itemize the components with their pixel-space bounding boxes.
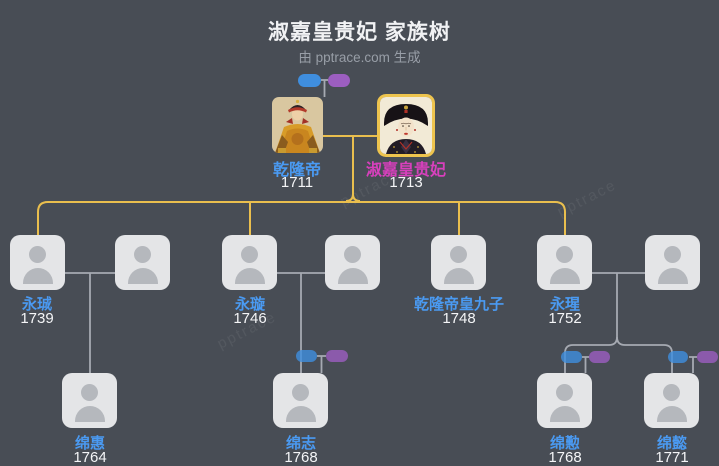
person-node-mianyi[interactable] [644,373,699,428]
mother-badge-icon[interactable] [589,351,610,363]
person-node-yongxing[interactable] [537,235,592,290]
father-badge-icon[interactable] [296,350,317,362]
mother-badge-icon[interactable] [697,351,718,363]
mianyi-parents-link [689,356,697,373]
father-badge-icon[interactable] [298,74,321,87]
person-node-mianhui[interactable] [62,373,117,428]
person-birth-year: 1748 [442,310,476,327]
person-birth-year: 1711 [280,174,314,191]
person-placeholder-icon [81,384,98,401]
person-placeholder-icon [292,384,309,401]
person-name: 永珹 [21,296,53,313]
father-badge-icon[interactable] [668,351,688,363]
person-name: 乾隆帝皇九子 [413,296,505,313]
person-node-qianlong[interactable] [272,97,323,153]
spouse-node-yongcheng-wife[interactable] [115,235,170,290]
children-bus-line [37,201,566,235]
person-birth-year: 1768 [548,449,582,466]
person-placeholder-icon [241,246,258,263]
person-birth-year: 1752 [548,310,582,327]
person-placeholder-icon [344,246,361,263]
person-name: 乾隆帝 [272,162,322,179]
person-placeholder-icon [450,246,467,263]
person-birth-year: 1764 [73,449,107,466]
person-name: 淑嘉皇贵妃 [365,162,447,179]
person-name: 永瑆 [549,296,581,313]
person-placeholder-icon [134,246,151,263]
person-name: 绵志 [285,435,317,452]
person-birth-year: 1713 [389,174,423,191]
person-node-yongcheng[interactable] [10,235,65,290]
drop-to-mianyi [616,336,673,373]
page-title: 淑嘉皇贵妃 家族树 [268,21,451,44]
mother-badge-icon[interactable] [326,350,348,362]
person-name: 绵懿 [656,435,688,452]
consort-shujia-portrait [380,97,432,154]
person-node-yongxuan[interactable] [222,235,277,290]
person-node-shujia[interactable] [377,94,435,157]
person-placeholder-icon [556,384,573,401]
person-placeholder-icon [663,384,680,401]
root-descent-trunk [345,136,361,202]
spouse-node-yongxuan-wife[interactable] [325,235,380,290]
person-placeholder-icon [29,246,46,263]
person-node-ninth-son[interactable] [431,235,486,290]
person-birth-year: 1768 [284,449,318,466]
person-birth-year: 1739 [20,310,54,327]
qianlong-emperor-portrait [272,97,323,153]
person-placeholder-icon [556,246,573,263]
mianqin-parents-link [582,356,589,373]
person-node-mianzhi[interactable] [273,373,328,428]
person-birth-year: 1746 [233,310,267,327]
spouse-node-yongxing-wife[interactable] [645,235,700,290]
mother-badge-icon[interactable] [328,74,350,87]
page-subtitle: 由 pptrace.com 生成 [298,50,421,65]
mianzhi-parents-link [317,355,326,373]
person-name: 绵惠 [74,435,106,452]
person-placeholder-icon [664,246,681,263]
person-node-mianqin[interactable] [537,373,592,428]
father-badge-icon[interactable] [561,351,582,363]
person-birth-year: 1771 [655,449,689,466]
person-name: 永璇 [234,296,266,313]
person-name: 绵懃 [549,435,581,452]
